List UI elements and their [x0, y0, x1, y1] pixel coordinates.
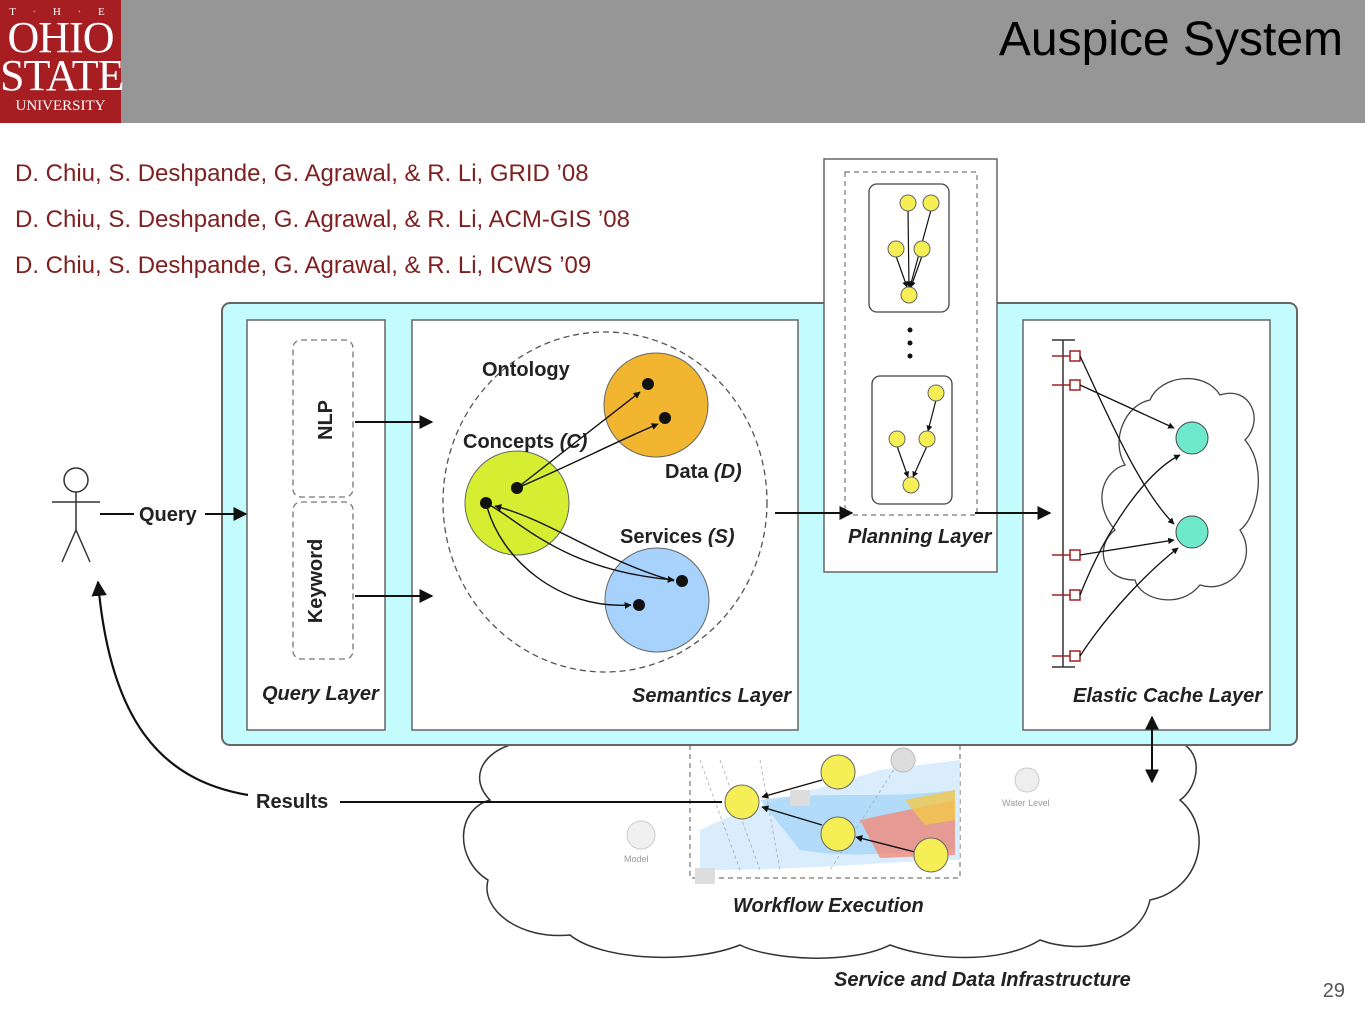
user-figure: [52, 467, 100, 563]
reference-1: D. Chiu, S. Deshpande, G. Agrawal, & R. …: [15, 160, 589, 187]
services-label: Services (S): [620, 526, 735, 548]
query-label: Query: [139, 504, 198, 526]
keyword-box: [292, 501, 354, 660]
workflow-execution-area: Water Level Model: [624, 744, 1050, 884]
semantics-layer-label: Semantics Layer: [632, 685, 792, 707]
ontology-boundary: [442, 331, 768, 673]
workflow-execution-label: Workflow Execution: [733, 895, 924, 917]
concepts-label: Concepts (C): [463, 431, 588, 453]
elastic-cache-layer-label: Elastic Cache Layer: [1073, 685, 1263, 707]
reference-2: D. Chiu, S. Deshpande, G. Agrawal, & R. …: [15, 206, 630, 233]
slide-header: [0, 0, 1365, 123]
nlp-box: [292, 339, 354, 498]
data-circle: [603, 352, 709, 458]
data-label: Data (D): [665, 461, 742, 483]
nlp-label: NLP: [315, 400, 337, 440]
model-label: Model: [624, 854, 649, 864]
logo-state: STATE: [0, 51, 124, 100]
results-label: Results: [256, 791, 328, 813]
cache-cloud: [1101, 377, 1259, 601]
infrastructure-label: Service and Data Infrastructure: [834, 969, 1131, 991]
ohio-state-logo: T · H · E OHIO STATE UNIVERSITY: [0, 0, 124, 123]
ontology-label: Ontology: [482, 359, 571, 381]
services-circle: [604, 547, 710, 653]
reference-3: D. Chiu, S. Deshpande, G. Agrawal, & R. …: [15, 252, 592, 279]
keyword-label: Keyword: [305, 539, 327, 623]
query-layer-label: Query Layer: [262, 683, 380, 705]
logo-university: UNIVERSITY: [15, 98, 106, 114]
planning-layer-label: Planning Layer: [848, 526, 993, 548]
slide-title: Auspice System: [998, 13, 1343, 66]
plan-box-2: [871, 375, 953, 505]
logo-ohio: OHIO: [7, 13, 115, 62]
page-number: 29: [1322, 980, 1345, 1002]
logo-the: T · H · E: [9, 6, 112, 18]
water-level-label: Water Level: [1002, 798, 1050, 808]
